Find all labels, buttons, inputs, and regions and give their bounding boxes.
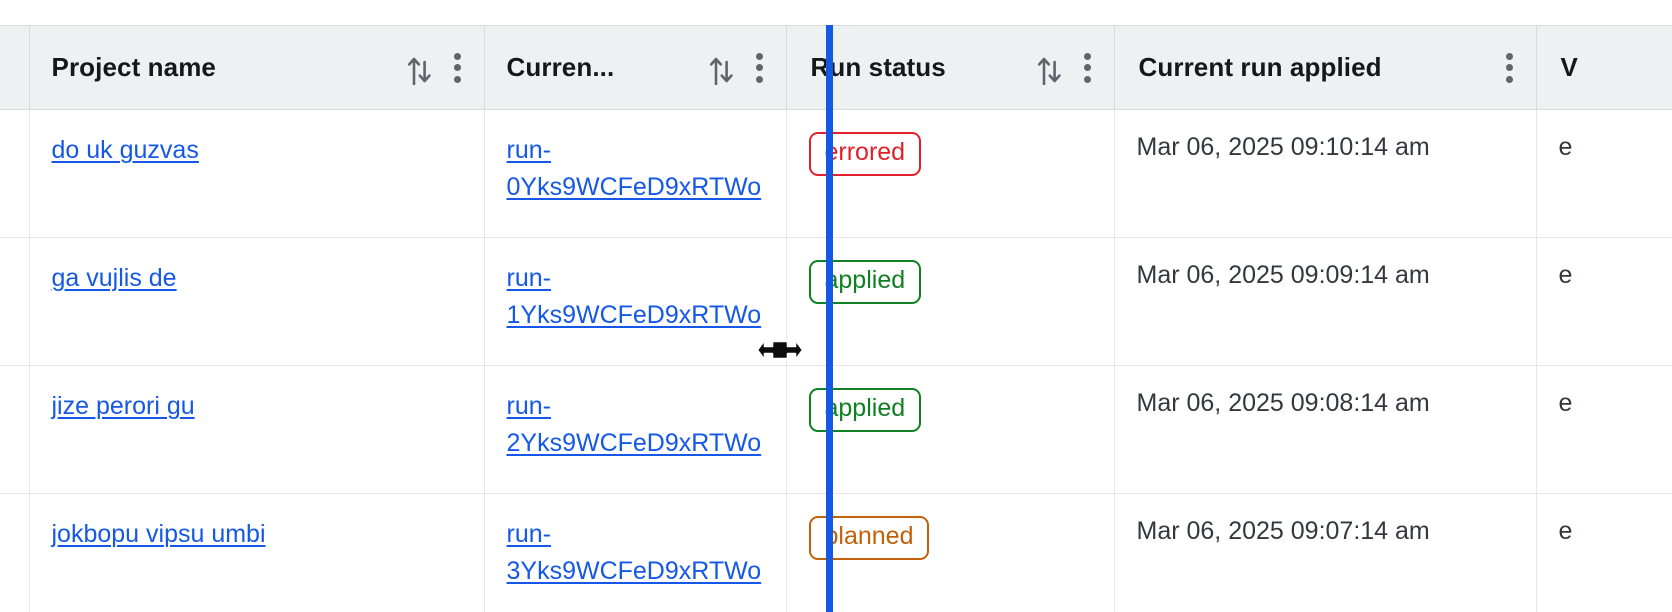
cell-current-run-applied: Mar 06, 2025 09:10:14 am	[1114, 109, 1537, 238]
column-header-project-name[interactable]: Project name	[29, 25, 485, 110]
cell-current-run: run-3Yks9WCFeD9xRTWo	[484, 493, 787, 612]
cell-next-truncated: e	[1536, 365, 1672, 494]
cell-next-truncated: e	[1536, 493, 1672, 612]
column-header-project-name-label: Project name	[51, 52, 216, 82]
projects-table-container: Project name	[0, 25, 1672, 612]
column-header-current-run-applied[interactable]: Current run applied	[1114, 25, 1537, 110]
table-row: jize perori gu run-2Yks9WCFeD9xRTWo appl…	[0, 365, 1672, 494]
kebab-menu-icon[interactable]	[756, 52, 764, 83]
table-row: ga vujlis de run-1Yks9WCFeD9xRTWo applie…	[0, 237, 1672, 366]
project-name-link[interactable]: do uk guzvas	[51, 136, 199, 164]
row-select-cell[interactable]	[0, 493, 30, 612]
projects-table: Project name	[0, 25, 1672, 612]
next-truncated-value: e	[1558, 517, 1573, 545]
applied-timestamp: Mar 06, 2025 09:10:14 am	[1136, 133, 1430, 161]
cell-current-run: run-0Yks9WCFeD9xRTWo	[484, 109, 787, 238]
cell-current-run: run-1Yks9WCFeD9xRTWo	[484, 237, 787, 366]
cell-project-name: jokbopu vipsu umbi	[29, 493, 485, 612]
table-row: jokbopu vipsu umbi run-3Yks9WCFeD9xRTWo …	[0, 493, 1672, 612]
current-run-link[interactable]: run-2Yks9WCFeD9xRTWo	[506, 392, 762, 457]
cell-run-status: applied	[786, 365, 1115, 494]
header-row: Project name	[0, 25, 1672, 110]
status-badge: errored	[808, 132, 922, 176]
kebab-menu-icon[interactable]	[454, 52, 462, 83]
current-run-link[interactable]: run-0Yks9WCFeD9xRTWo	[506, 136, 762, 201]
status-badge: applied	[808, 388, 922, 432]
row-select-cell[interactable]	[0, 109, 30, 238]
cell-run-status: planned	[786, 493, 1115, 612]
row-select-cell[interactable]	[0, 365, 30, 494]
column-header-select[interactable]	[0, 25, 30, 110]
project-name-link[interactable]: jokbopu vipsu umbi	[51, 520, 266, 548]
table-row: do uk guzvas run-0Yks9WCFeD9xRTWo errore…	[0, 109, 1672, 238]
project-name-link[interactable]: jize perori gu	[51, 392, 195, 420]
table-body: do uk guzvas run-0Yks9WCFeD9xRTWo errore…	[0, 109, 1672, 612]
current-run-link[interactable]: run-3Yks9WCFeD9xRTWo	[506, 520, 762, 585]
column-header-run-status[interactable]: Run status	[786, 25, 1115, 110]
status-badge: applied	[808, 260, 922, 304]
next-truncated-value: e	[1558, 261, 1573, 289]
applied-timestamp: Mar 06, 2025 09:07:14 am	[1136, 517, 1430, 545]
cell-project-name: jize perori gu	[29, 365, 485, 494]
cell-next-truncated: e	[1536, 237, 1672, 366]
cell-project-name: ga vujlis de	[29, 237, 485, 366]
cell-project-name: do uk guzvas	[29, 109, 485, 238]
column-header-run-status-label: Run status	[810, 52, 946, 82]
column-header-current-run[interactable]: Curren...	[484, 25, 787, 110]
cell-run-status: errored	[786, 109, 1115, 238]
sort-arrows-icon[interactable]	[708, 51, 734, 85]
kebab-menu-icon[interactable]	[1084, 52, 1092, 83]
project-name-link[interactable]: ga vujlis de	[51, 264, 177, 292]
sort-arrows-icon[interactable]	[1036, 51, 1062, 85]
applied-timestamp: Mar 06, 2025 09:08:14 am	[1136, 389, 1430, 417]
row-select-cell[interactable]	[0, 237, 30, 366]
cell-run-status: applied	[786, 237, 1115, 366]
cell-current-run: run-2Yks9WCFeD9xRTWo	[484, 365, 787, 494]
sort-arrows-icon[interactable]	[406, 51, 432, 85]
current-run-link[interactable]: run-1Yks9WCFeD9xRTWo	[506, 264, 762, 329]
cell-next-truncated: e	[1536, 109, 1672, 238]
kebab-menu-icon[interactable]	[1506, 52, 1514, 83]
table-header: Project name	[0, 25, 1672, 110]
status-badge: planned	[808, 516, 930, 560]
applied-timestamp: Mar 06, 2025 09:09:14 am	[1136, 261, 1430, 289]
next-truncated-value: e	[1558, 133, 1573, 161]
column-header-current-run-applied-label: Current run applied	[1138, 52, 1382, 82]
cell-current-run-applied: Mar 06, 2025 09:09:14 am	[1114, 237, 1537, 366]
cell-current-run-applied: Mar 06, 2025 09:08:14 am	[1114, 365, 1537, 494]
next-truncated-value: e	[1558, 389, 1573, 417]
column-header-next-truncated[interactable]: V	[1536, 25, 1672, 110]
column-header-current-run-label: Curren...	[506, 52, 615, 82]
column-header-next-truncated-label: V	[1560, 52, 1578, 82]
cell-current-run-applied: Mar 06, 2025 09:07:14 am	[1114, 493, 1537, 612]
